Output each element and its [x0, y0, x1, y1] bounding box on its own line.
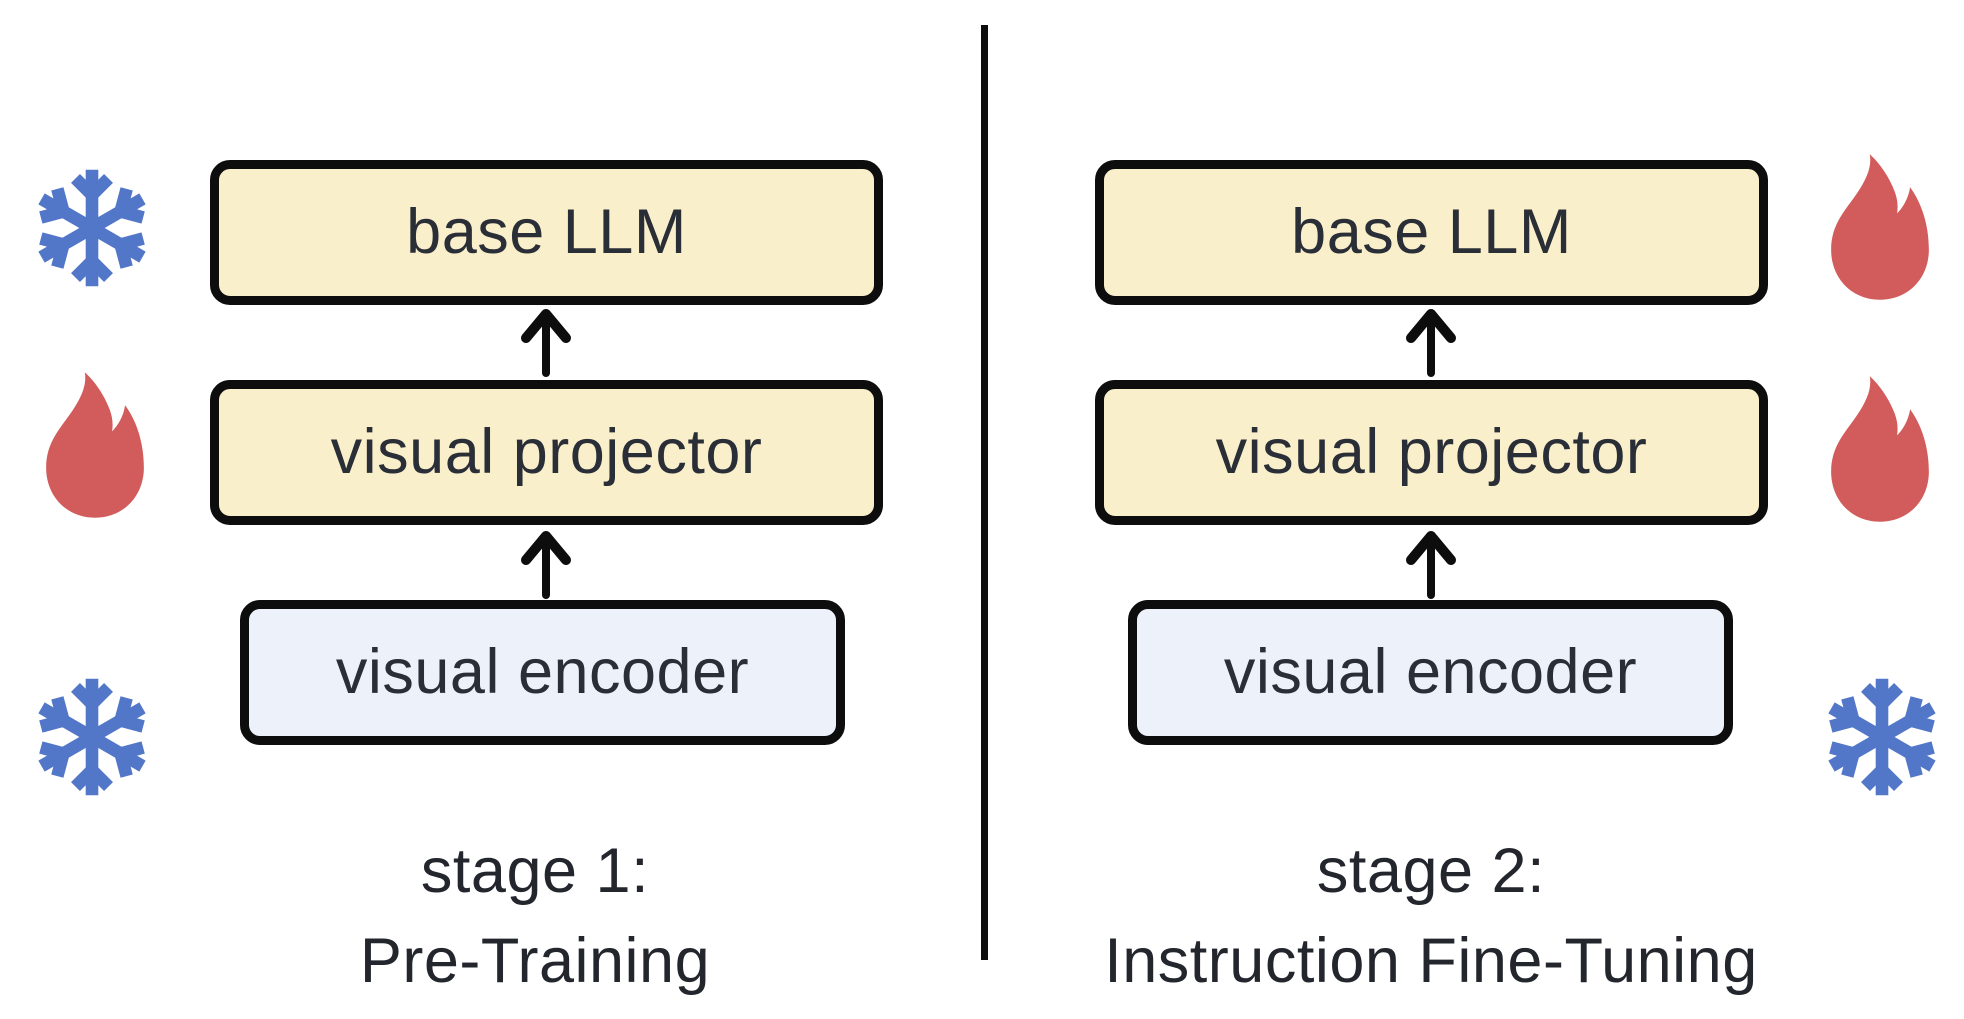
- snowflake-icon: [24, 669, 160, 805]
- stage-caption-line2: Instruction Fine-Tuning: [1104, 926, 1758, 996]
- node-visual-projector: visual projector: [1095, 380, 1768, 525]
- node-visual-encoder: visual encoder: [1128, 600, 1733, 745]
- node-label: visual encoder: [1223, 637, 1638, 707]
- stage-caption: stage 1: Pre-Training: [135, 826, 935, 1006]
- stage-caption-line1: stage 1:: [420, 836, 650, 906]
- snowflake-icon: [1814, 669, 1950, 805]
- stage-caption: stage 2: Instruction Fine-Tuning: [1031, 826, 1831, 1006]
- stage-caption-line1: stage 2:: [1316, 836, 1546, 906]
- node-label: base LLM: [1291, 197, 1572, 267]
- fire-icon: [1822, 152, 1938, 302]
- arrow-up-icon: [516, 527, 576, 599]
- stage-caption-line2: Pre-Training: [359, 926, 711, 996]
- node-base-llm: base LLM: [1095, 160, 1768, 305]
- node-visual-encoder: visual encoder: [240, 600, 845, 745]
- divider-line: [981, 25, 988, 960]
- snowflake-icon: [24, 160, 160, 296]
- node-label: visual projector: [1215, 417, 1648, 487]
- arrow-up-icon: [516, 305, 576, 377]
- arrow-up-icon: [1401, 305, 1461, 377]
- arrow-up-icon: [1401, 527, 1461, 599]
- node-label: visual projector: [330, 417, 763, 487]
- node-label: base LLM: [406, 197, 687, 267]
- fire-icon: [1822, 374, 1938, 524]
- node-visual-projector: visual projector: [210, 380, 883, 525]
- node-base-llm: base LLM: [210, 160, 883, 305]
- node-label: visual encoder: [335, 637, 750, 707]
- fire-icon: [37, 370, 153, 520]
